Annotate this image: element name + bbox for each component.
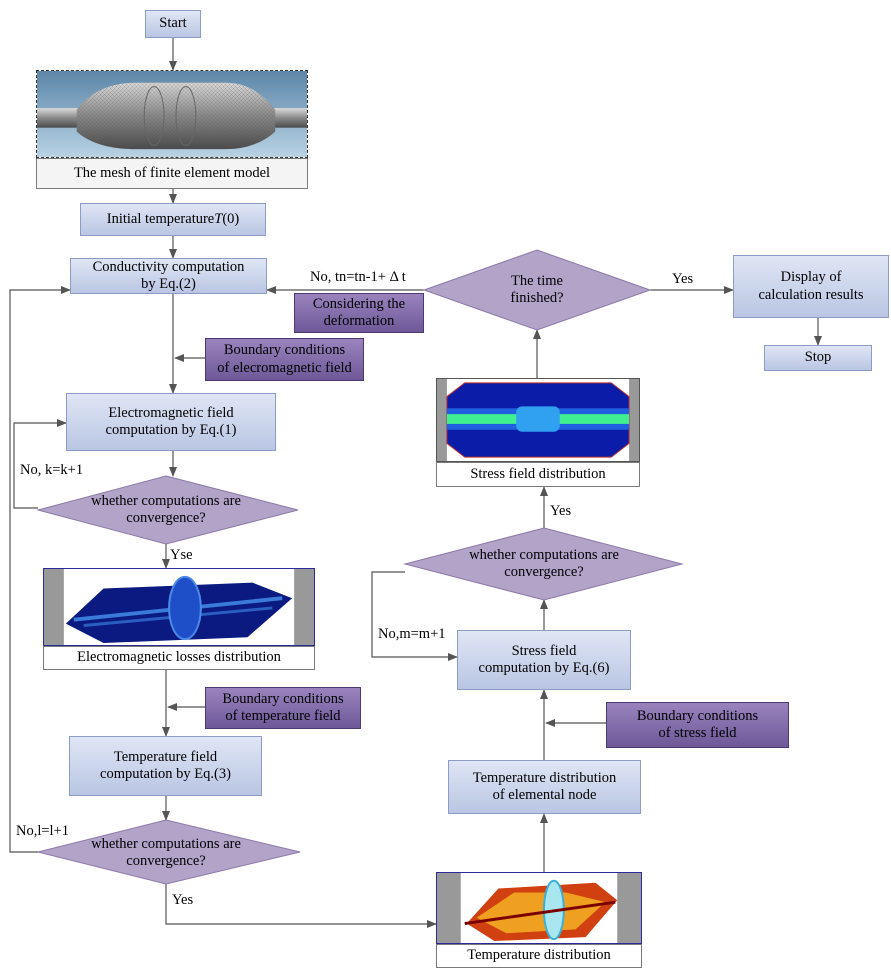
diamond-time — [422, 249, 652, 331]
temp-node-node: Temperature distribution of elemental no… — [448, 760, 641, 814]
conv-em-text: whether computations are convergence? — [60, 487, 272, 533]
stress-compute-node: Stress field computation by Eq.(6) — [457, 630, 631, 690]
stress-compute-line2: computation by Eq.(6) — [478, 660, 610, 676]
temp-dist-caption: Temperature distribution — [436, 944, 642, 968]
conv-em-line2: convergence? — [126, 510, 206, 526]
initial-temp-var: T — [214, 210, 223, 227]
initial-temp-label: Initial temperature — [106, 210, 215, 227]
temp-node-line1: Temperature distribution — [472, 769, 617, 786]
conv-em-line1: whether computations are — [91, 492, 241, 509]
label-no-time: No, tn=tn-1+ Δ t — [310, 269, 406, 286]
label-no-time-text: No, tn=tn-1+ Δ t — [310, 269, 406, 285]
em-losses-image — [43, 568, 315, 646]
em-compute-line2: computation by Eq.(1) — [105, 422, 237, 438]
temp-compute-node: Temperature field computation by Eq.(3) — [69, 736, 262, 796]
time-finished-text: The time finished? — [470, 268, 604, 312]
time-finished-line1: The time — [511, 272, 563, 289]
label-yes-time: Yes — [672, 271, 694, 287]
em-compute-node: Electromagnetic field computation by Eq.… — [66, 393, 276, 451]
deformation-line2: deformation — [323, 313, 395, 329]
diamond-conv-temp — [37, 819, 301, 885]
conductivity-line1: Conductivity computation — [92, 258, 245, 275]
label-no-l: No,l=l+1 — [16, 823, 70, 839]
bc-em-line2: of elecromagnetic field — [217, 359, 352, 376]
bc-stress-line1: Boundary conditions — [636, 707, 759, 724]
em-losses-caption: Electromagnetic losses distribution — [43, 646, 315, 670]
conductivity-node: Conductivity computation by Eq.(2) — [70, 258, 267, 294]
deformation-note: Considering the deformation — [294, 293, 424, 333]
conv-temp-text: whether computations are convergence? — [60, 830, 272, 876]
stop-node: Stop — [764, 345, 872, 371]
temp-compute-line2: computation by Eq.(3) — [100, 766, 231, 782]
em-compute-line1: Electromagnetic field — [108, 404, 234, 421]
stress-image — [436, 378, 640, 462]
display-line2: calculation results — [758, 286, 864, 303]
diamond-conv-em — [36, 475, 299, 545]
stress-caption: Stress field distribution — [436, 462, 640, 487]
bc-temp-line2: of temperature field — [225, 708, 341, 724]
conv-stress-text: whether computations are convergence? — [430, 541, 658, 587]
display-line1: Display of — [780, 269, 842, 286]
label-yse: Yse — [170, 547, 193, 563]
label-no-k: No, k=k+1 — [20, 462, 84, 478]
deformation-line1: Considering the — [312, 295, 406, 312]
temp-node-line2: of elemental node — [492, 787, 597, 803]
bc-stress-line2: of stress field — [658, 725, 737, 741]
initial-temp-arg: (0) — [222, 210, 240, 227]
display-node: Display of calculation results — [733, 255, 889, 318]
bc-em-line1: Boundary conditions — [223, 342, 346, 359]
mesh-image — [36, 70, 308, 158]
diamond-conv-stress — [403, 527, 684, 601]
conv-temp-line2: convergence? — [126, 853, 206, 869]
stress-compute-line1: Stress field — [511, 642, 577, 659]
label-no-m: No,m=m+1 — [378, 626, 446, 642]
bc-stress-node: Boundary conditions of stress field — [606, 702, 789, 748]
conductivity-line2: by Eq.(2) — [141, 276, 196, 292]
bc-temp-line1: Boundary conditions — [222, 690, 344, 707]
temp-dist-image — [436, 872, 642, 944]
time-finished-line2: finished? — [510, 290, 564, 306]
label-yes-temp: Yes — [172, 892, 194, 908]
conv-temp-line1: whether computations are — [91, 835, 241, 852]
conv-stress-line2: convergence? — [504, 564, 584, 580]
temp-compute-line1: Temperature field — [113, 748, 218, 765]
bc-temp-node: Boundary conditions of temperature field — [205, 687, 361, 729]
bc-em-node: Boundary conditions of elecromagnetic fi… — [205, 338, 364, 381]
start-node: Start — [145, 10, 201, 38]
mesh-caption: The mesh of finite element model — [36, 158, 308, 189]
label-yes-stress: Yes — [550, 503, 572, 519]
conv-stress-line1: whether computations are — [469, 546, 619, 563]
